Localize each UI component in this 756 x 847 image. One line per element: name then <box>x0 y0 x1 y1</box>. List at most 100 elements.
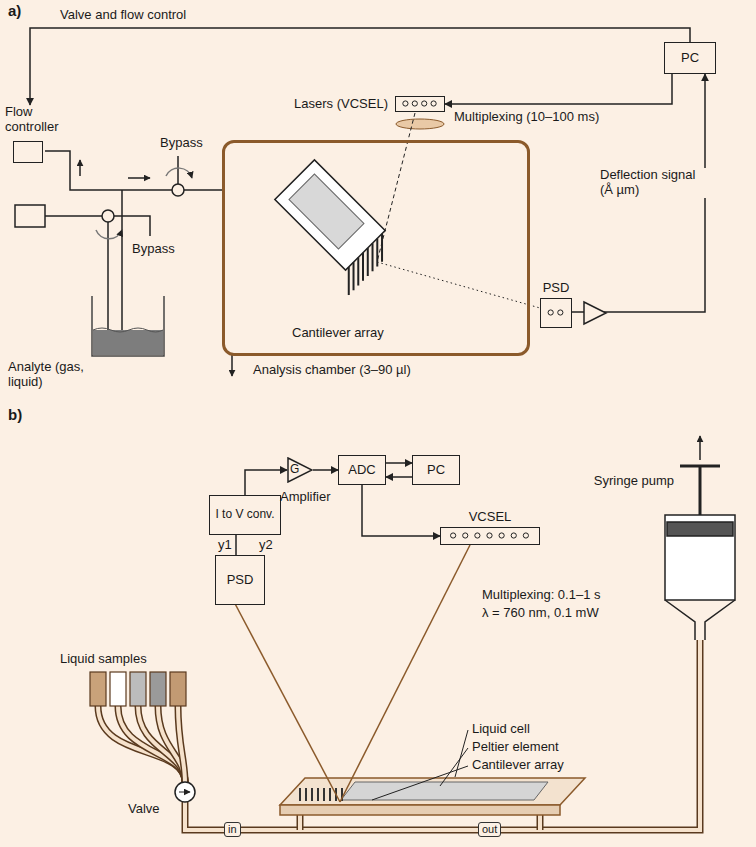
connector <box>235 535 237 555</box>
note: λ = 760 nm, 0.1 mW <box>482 606 599 621</box>
flow-arrow <box>128 177 150 179</box>
part-label: Analysis chamber (3–90 µl) <box>253 363 411 378</box>
tubing <box>158 706 185 782</box>
part-label: Lasers (VCSEL) <box>294 97 388 112</box>
tubing <box>118 706 185 782</box>
tubing <box>298 815 302 830</box>
lens <box>396 119 444 129</box>
connector <box>313 469 338 471</box>
part-label: Analyte (gas, liquid) <box>8 360 100 390</box>
cantilever-finger <box>305 788 307 801</box>
reflected-beam <box>377 262 540 308</box>
laser-beam <box>232 598 340 802</box>
box-label: PSD <box>227 573 254 588</box>
emitter-dots <box>441 528 538 543</box>
leader-line <box>372 730 468 800</box>
sample-vials <box>90 672 186 706</box>
emitter-dot <box>403 101 408 106</box>
tubing <box>185 640 700 830</box>
emitter-dot <box>558 310 563 315</box>
fluidics <box>15 151 232 376</box>
analyte-beaker <box>93 328 163 332</box>
cantilever-finger <box>311 788 313 801</box>
note: Multiplexing: 0.1–1 s <box>482 588 601 603</box>
bypass-tube <box>114 216 150 236</box>
flow-controller-box <box>13 141 43 163</box>
amplifier-symbol: G <box>287 457 313 483</box>
signal-label: Deflection signal (Å µm) <box>598 168 706 198</box>
rotation-arrow <box>96 230 122 239</box>
liquid-cell <box>280 778 585 805</box>
tubing <box>178 706 185 782</box>
emitter-dots <box>396 97 443 110</box>
emitter-dot <box>487 533 492 538</box>
emitter-dot <box>451 533 456 538</box>
part-label: Cantilever array <box>472 758 564 773</box>
box-label: ADC <box>348 463 375 478</box>
liquid-cell <box>280 805 560 815</box>
tubing <box>98 706 185 782</box>
gain-label: G <box>290 463 299 477</box>
emitter-dot <box>511 533 516 538</box>
panel-label: b) <box>8 406 22 423</box>
detector-box: PSD <box>215 555 265 605</box>
leader-line <box>372 766 468 800</box>
syringe-pump <box>665 515 735 600</box>
box-label: PC <box>427 463 445 478</box>
part-label: Liquid samples <box>60 652 147 667</box>
connector <box>30 28 690 105</box>
flow-controller-box <box>15 205 45 227</box>
cantilever-finger <box>353 262 355 290</box>
part-label: Bypass <box>132 242 175 257</box>
tubing <box>537 815 544 830</box>
cantilever-finger <box>362 253 364 281</box>
connector <box>386 462 412 464</box>
main-tube <box>45 151 222 190</box>
emitter-dot <box>431 101 436 106</box>
cantilever-finger <box>348 267 350 295</box>
amplifier-outline <box>288 458 312 482</box>
valve-symbol <box>175 782 195 802</box>
laser-array: VCSEL <box>440 527 540 545</box>
part-label: Valve <box>128 802 160 817</box>
laser-beam <box>377 113 415 262</box>
dip-tube <box>121 190 123 345</box>
emitter-dot <box>523 533 528 538</box>
part-label: Flow controller <box>5 105 71 135</box>
cantilever-finger <box>372 243 374 271</box>
emitter-dots <box>541 299 570 326</box>
cantilever-chip <box>289 174 364 249</box>
optics <box>377 113 606 324</box>
part-label: Syringe pump <box>590 474 674 489</box>
drain-tube <box>231 355 233 376</box>
emitter-dot <box>548 310 553 315</box>
box-label: PC <box>681 51 699 66</box>
adc-box: ADC <box>338 455 386 485</box>
laser-beam <box>340 545 470 802</box>
laser-beam <box>232 545 470 802</box>
tube <box>45 215 102 217</box>
tubing <box>297 815 304 830</box>
sample-vials <box>90 672 106 706</box>
emitter-dot <box>475 533 480 538</box>
part-label: Bypass <box>160 136 203 151</box>
part-label: Peltier element <box>472 740 559 755</box>
part-label: Cantilever array <box>292 326 384 341</box>
rotation-arrow <box>166 168 192 178</box>
computer-box: PC <box>412 455 460 485</box>
signal-name: y1 <box>218 538 232 553</box>
cantilever-finger <box>376 239 378 267</box>
liquid-cell <box>280 778 585 815</box>
cantilever-finger <box>357 258 359 286</box>
syringe-pump <box>699 466 702 522</box>
analyte-beaker <box>92 296 164 356</box>
amplifier-symbol <box>584 302 606 324</box>
flow-tag: out <box>478 822 501 837</box>
valve-symbol <box>172 184 184 196</box>
valve-arrow <box>179 792 190 793</box>
valve-symbol <box>102 210 114 222</box>
cantilever-finger <box>299 788 301 801</box>
